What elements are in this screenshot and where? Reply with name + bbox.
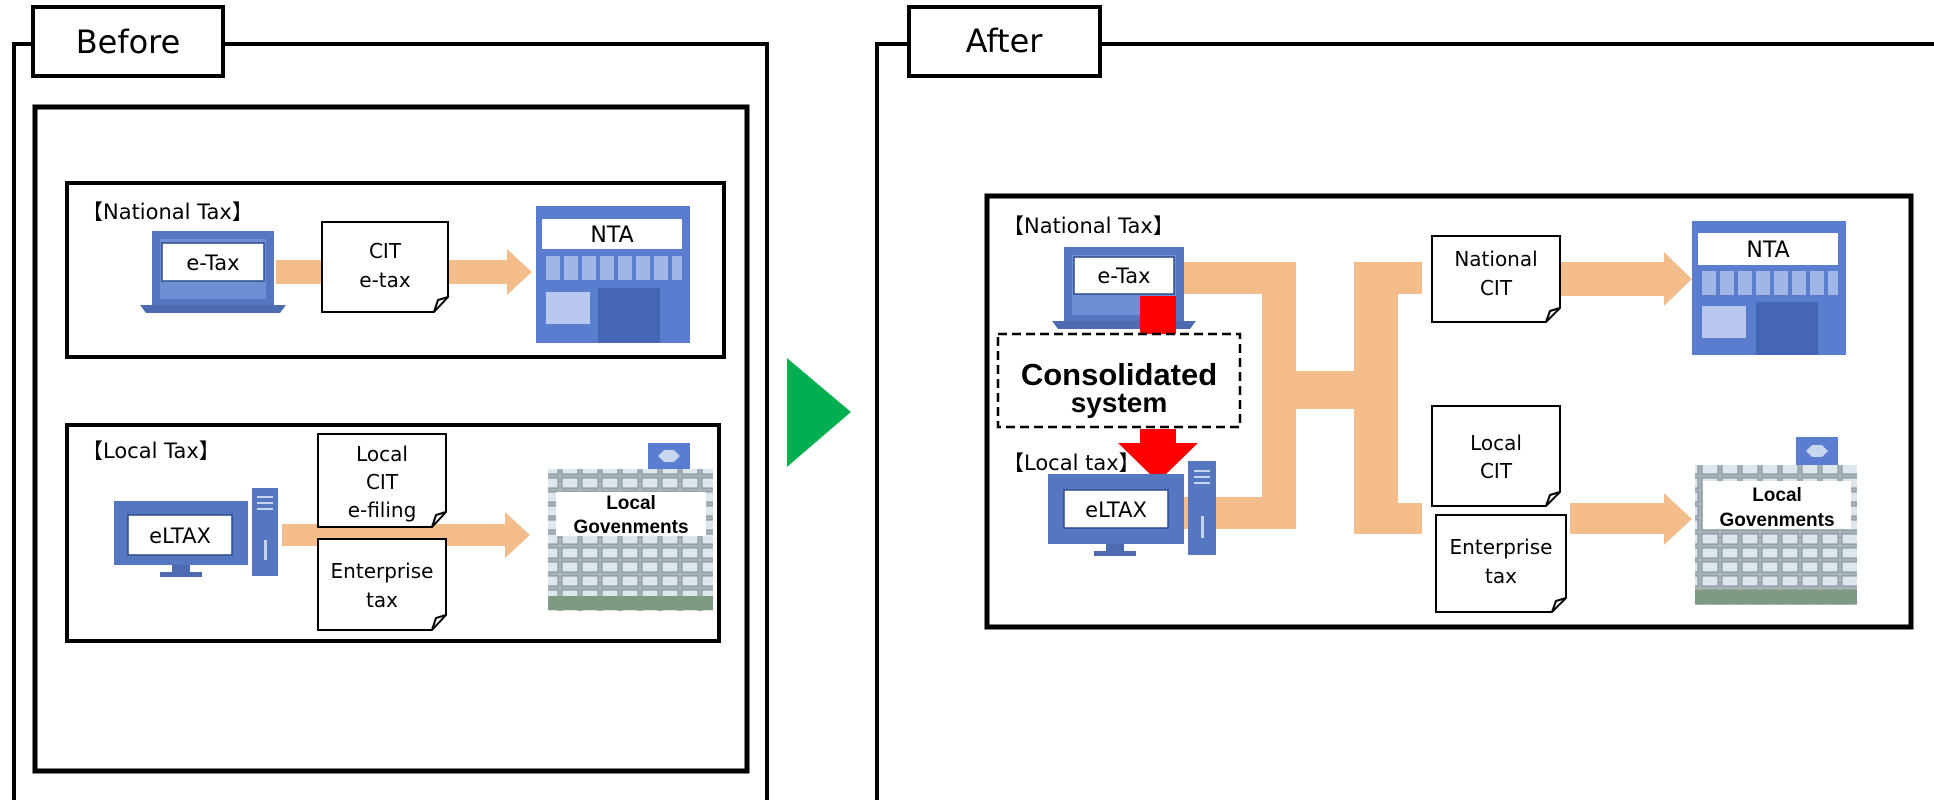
before-panel: Before 【National Tax】 e-Tax <box>12 5 769 800</box>
before-local-cit-line1: Local <box>356 442 408 466</box>
before-eltax-label: eLTAX <box>149 524 211 548</box>
after-nta-label: NTA <box>1746 238 1789 263</box>
before-eltax-desktop-icon: eLTAX <box>114 488 278 577</box>
before-local-label: 【Local Tax】 <box>82 439 220 463</box>
before-enterprise-tax-document-icon: Enterprise tax <box>317 538 447 631</box>
before-nta-sign <box>542 219 682 249</box>
consolidated-line1: Consolidated <box>1021 357 1217 392</box>
after-enterprise-line2: tax <box>1485 564 1517 588</box>
after-title-box <box>907 5 1102 78</box>
after-etax-laptop-icon: e-Tax <box>1052 247 1196 329</box>
before-enterprise-line1: Enterprise <box>331 559 434 583</box>
before-cit-document-icon: CIT e-tax <box>321 221 449 313</box>
before-title-box <box>31 5 225 78</box>
before-national-label: 【National Tax】 <box>82 200 253 224</box>
before-local-gov-sign <box>556 492 706 536</box>
before-local-government-building-icon: Local Govenments <box>548 443 713 611</box>
after-enterprise-line1: Enterprise <box>1450 535 1553 559</box>
after-nta-sign <box>1698 233 1838 265</box>
transition-arrow-icon <box>787 358 851 467</box>
consolidated-line2: system <box>1071 387 1168 418</box>
before-nta-label: NTA <box>590 223 633 248</box>
before-eltax-screen <box>127 514 233 556</box>
before-title: Before <box>76 23 181 61</box>
after-enterprise-tax-document-icon: Enterprise tax <box>1435 514 1567 613</box>
after-local-label: 【Local tax】 <box>1003 451 1140 475</box>
before-etax-label: e-Tax <box>186 251 239 275</box>
after-etax-screen <box>1073 256 1175 295</box>
after-panel: After 【National Tax】 e-Tax <box>875 5 1934 800</box>
after-local-gov-line1: Local <box>1752 485 1802 506</box>
after-title: After <box>966 22 1044 60</box>
after-national-label: 【National Tax】 <box>1003 214 1174 238</box>
after-eltax-label: eLTAX <box>1085 498 1147 522</box>
after-eltax-screen <box>1063 489 1169 529</box>
before-local-gov-line2: Govenments <box>573 517 688 538</box>
after-local-gov-line2: Govenments <box>1719 510 1834 531</box>
after-etax-label: e-Tax <box>1097 264 1150 288</box>
before-local-gov-line1: Local <box>606 493 656 514</box>
before-etax-screen <box>161 242 265 282</box>
before-etax-laptop-icon: e-Tax <box>140 231 286 313</box>
before-local-cit-document-icon: Local CIT e-filing <box>317 433 447 528</box>
before-nta-building-icon: NTA <box>536 206 690 343</box>
after-nta-building-icon: NTA <box>1692 221 1846 355</box>
after-national-cit-line2: CIT <box>1480 276 1513 300</box>
before-local-tax-box: 【Local Tax】 eLTAX <box>65 423 721 643</box>
before-local-cit-line2: CIT <box>366 470 399 494</box>
after-national-cit-document-icon: National CIT <box>1431 235 1561 323</box>
merge-arrow-icon <box>1118 296 1198 482</box>
after-eltax-desktop-icon: eLTAX <box>1048 461 1216 556</box>
after-national-cit-line1: National <box>1454 247 1537 271</box>
after-local-government-building-icon: Local Govenments <box>1695 437 1857 605</box>
after-flow-network <box>1182 252 1692 545</box>
before-enterprise-line2: tax <box>366 588 398 612</box>
after-local-gov-sign <box>1703 481 1851 529</box>
before-cit-doc-line1: CIT <box>369 239 402 263</box>
after-local-cit-line2: CIT <box>1480 459 1513 483</box>
after-local-cit-document-icon: Local CIT <box>1431 405 1561 507</box>
before-national-tax-box: 【National Tax】 e-Tax CIT e-tax <box>65 181 726 359</box>
consolidated-system-box: Consolidated system <box>996 332 1242 429</box>
after-local-cit-line1: Local <box>1470 431 1522 455</box>
before-local-cit-line3: e-filing <box>348 498 417 522</box>
before-cit-doc-line2: e-tax <box>359 268 411 292</box>
